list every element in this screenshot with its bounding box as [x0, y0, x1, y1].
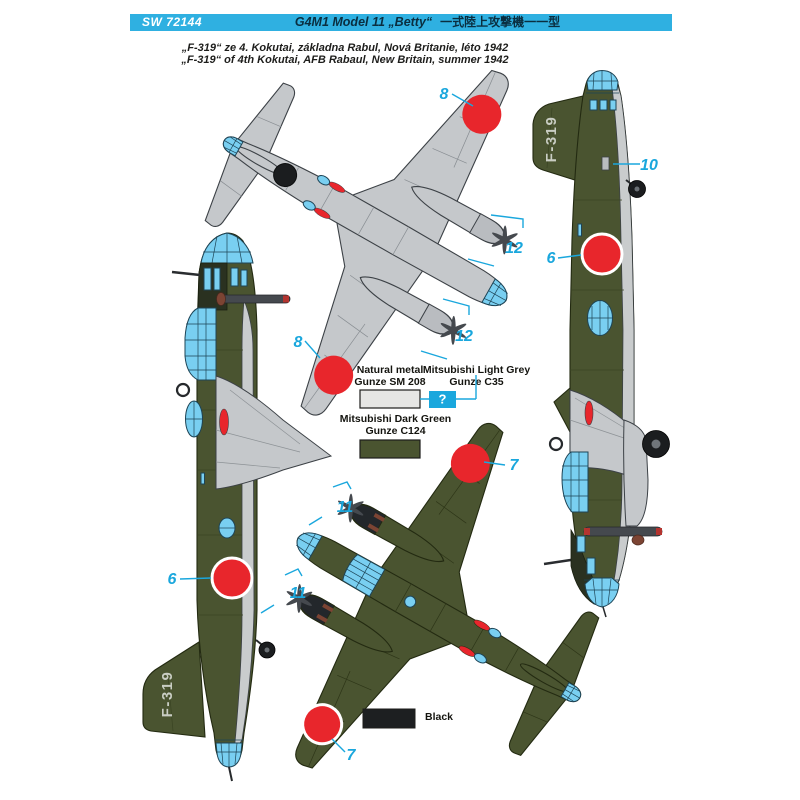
header-bar: SW 72144 G4M1 Model 11 „Betty“ 一式陸上攻撃機一一型: [130, 14, 672, 31]
legend-swatch-dark-green: [359, 439, 421, 459]
page-title-japanese: 一式陸上攻撃機一一型: [440, 15, 561, 29]
callout-12: 12: [455, 328, 473, 345]
unknown-color-box: [429, 391, 456, 408]
callout-8: 8: [440, 86, 449, 103]
callout-numbers: 8 8 12 12 11 11 7 7 6 6 10: [168, 86, 658, 764]
callout-7: 7: [347, 747, 357, 764]
view-bottom: [127, 0, 603, 471]
callout-6: 6: [547, 250, 556, 267]
legend-swatch-natural-metal: [359, 389, 421, 409]
fuselage-ring: [175, 382, 191, 398]
legend-natural-metal-label: Natural metal Gunze SM 208: [354, 364, 426, 388]
question-mark-icon: ?: [439, 392, 447, 407]
underwing-roundel-edge: [219, 408, 229, 436]
legend-dark-green-label: Mitsubishi Dark Green Gunze C124: [339, 413, 452, 437]
callout-6: 6: [168, 571, 177, 588]
subtitle-line-cz: „F-319“ ze 4. Kokutai, základna Rabul, N…: [181, 42, 509, 54]
underwing-roundel-edge: [584, 400, 594, 426]
callout-12: 12: [505, 240, 523, 257]
view-top: [201, 367, 677, 800]
fuselage-ring: [548, 436, 564, 452]
color-legend: ?: [359, 375, 477, 729]
callout-11: 11: [337, 499, 354, 516]
roundel: [301, 703, 344, 746]
view-right-profile: F-319: [532, 69, 670, 618]
tail-code-right: F-319: [543, 116, 560, 163]
callout-leaders: [179, 93, 640, 753]
subtitle: „F-319“ ze 4. Kokutai, základna Rabul, N…: [130, 42, 560, 66]
page-title-latin: G4M1 Model 11 „Betty“: [294, 15, 433, 29]
roundel: [450, 443, 490, 483]
roundel: [462, 94, 502, 134]
fuselage-step: [601, 156, 610, 171]
tail-code-left: F-319: [159, 671, 176, 718]
roundel: [580, 232, 624, 276]
product-code: SW 72144: [142, 15, 203, 29]
legend-black-label: Black: [425, 711, 454, 723]
legend-swatch-black: [362, 708, 416, 729]
page-title: G4M1 Model 11 „Betty“ 一式陸上攻撃機一一型: [295, 14, 560, 31]
view-left-profile: F-319: [142, 232, 333, 782]
callout-8: 8: [294, 334, 303, 351]
tail-wheel-well: [273, 163, 298, 188]
subtitle-line-en: „F-319“ of 4th Kokutai, AFB Rabaul, New …: [181, 54, 509, 66]
callout-7: 7: [510, 457, 520, 474]
callout-10: 10: [640, 157, 658, 174]
roundel: [314, 355, 354, 395]
astrodome: [404, 595, 417, 608]
callout-11: 11: [290, 585, 307, 602]
roundel: [210, 556, 254, 600]
